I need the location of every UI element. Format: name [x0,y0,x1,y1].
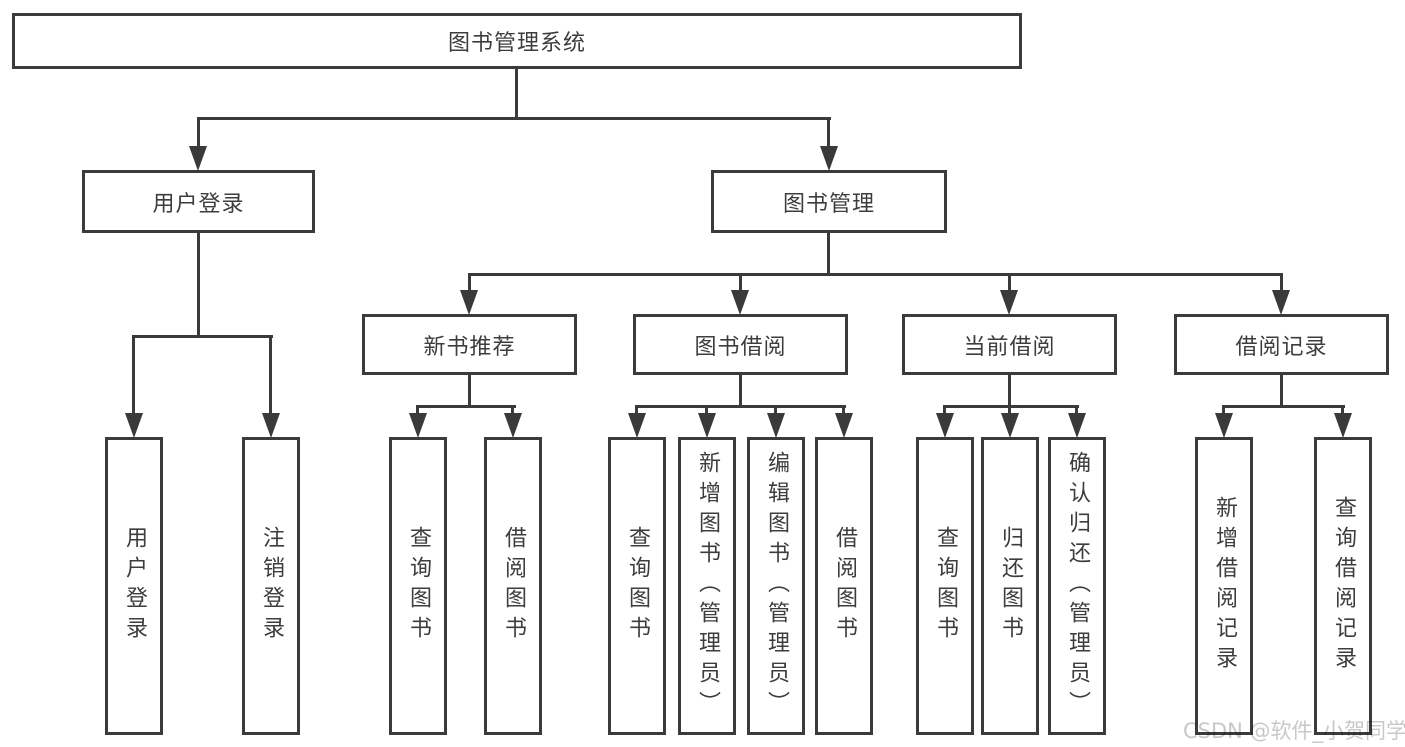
node-label: 归还图书 [998,526,1023,646]
connector-line [1008,375,1011,408]
leaf-current-confirm-return-admin: 确认归还（管理员） [1048,437,1106,735]
arrowhead-icon [820,146,838,171]
node-label: 借阅图书 [832,526,857,646]
node-label: 新书推荐 [423,334,516,360]
leaf-current-query-books: 查询图书 [916,437,974,735]
leaf-newbook-query-books: 查询图书 [389,437,447,735]
node-label: 当前借阅 [963,334,1056,360]
arrowhead-icon [1068,413,1086,438]
connector-line [1008,405,1011,417]
connector-line [515,69,518,117]
connector-line [1075,405,1078,417]
arrowhead-icon [698,413,716,438]
connector-line [1222,405,1345,408]
connector-line [132,335,273,338]
arrowhead-icon [125,413,143,438]
leaf-borrowing-borrow-books: 借阅图书 [815,437,873,735]
arrowhead-icon [731,290,749,315]
connector-line [827,117,830,150]
node-book-management: 图书管理 [711,170,947,233]
arrowhead-icon [504,413,522,438]
leaf-records-add-borrow-record: 新增借阅记录 [1195,437,1253,735]
node-label: 图书管理系统 [447,31,586,56]
arrowhead-icon [409,413,427,438]
leaf-newbook-borrow-books: 借阅图书 [484,437,542,735]
leaf-borrowing-query-books: 查询图书 [608,437,666,735]
arrowhead-icon [189,146,207,171]
arrowhead-icon [1001,413,1019,438]
leaf-borrowing-edit-books-admin: 编辑图书（管理员） [747,437,805,735]
arrowhead-icon [1000,290,1018,315]
connector-line [1280,273,1283,293]
connector-line [416,405,419,417]
arrowhead-icon [835,413,853,438]
arrowhead-icon [628,413,646,438]
connector-line [739,375,742,408]
connector-line [943,405,1079,408]
arrowhead-icon [460,290,478,315]
connector-line [827,233,830,273]
node-label: 借阅图书 [501,526,526,646]
connector-line [1008,273,1011,293]
leaf-logout: 注销登录 [242,437,300,735]
connector-line [1341,405,1344,417]
node-label: 图书管理 [782,191,875,217]
connector-line [132,335,135,417]
connector-line [197,117,200,150]
node-label: 图书借阅 [694,334,787,360]
connector-line [739,273,742,293]
connector-line [1280,375,1283,408]
arrowhead-icon [767,413,785,438]
node-book-borrowing: 图书借阅 [633,314,848,375]
leaf-records-query-borrow-record: 查询借阅记录 [1314,437,1372,735]
connector-line [468,375,471,408]
node-label: 查询图书 [406,526,431,646]
arrowhead-icon [262,413,280,438]
node-label: 编辑图书（管理员） [764,451,789,721]
connector-line [1222,405,1225,417]
watermark: CSDN @软件_小贺同学 [1183,719,1405,743]
connector-line [511,405,514,417]
connector-line [269,335,272,417]
arrowhead-icon [1272,290,1290,315]
node-label: 确认归还（管理员） [1065,451,1090,721]
connector-line [774,405,777,417]
node-label: 查询图书 [625,526,650,646]
arrowhead-icon [1215,413,1233,438]
node-user-login: 用户登录 [82,170,315,233]
node-label: 借阅记录 [1235,334,1328,360]
node-borrowing-records: 借阅记录 [1174,314,1389,375]
leaf-current-return-books: 归还图书 [981,437,1039,735]
leaf-user-login: 用户登录 [105,437,163,735]
connector-line [635,405,846,408]
connector-line [416,405,516,408]
arrowhead-icon [936,413,954,438]
node-label: 新增借阅记录 [1212,496,1237,676]
connector-line [197,117,831,120]
node-label: 查询图书 [933,526,958,646]
connector-line [197,233,200,335]
arrowhead-icon [1334,413,1352,438]
node-label: 查询借阅记录 [1331,496,1356,676]
node-label: 用户登录 [152,191,245,217]
connector-line [705,405,708,417]
node-label: 注销登录 [259,526,284,646]
node-current-borrowing: 当前借阅 [902,314,1117,375]
node-label: 用户登录 [122,526,147,646]
connector-line [635,405,638,417]
node-label: 新增图书（管理员） [695,451,720,721]
connector-line [468,273,471,293]
connector-line [943,405,946,417]
node-library-management-system: 图书管理系统 [12,13,1022,69]
leaf-borrowing-add-books-admin: 新增图书（管理员） [678,437,736,735]
connector-line [842,405,845,417]
connector-line [468,273,1283,276]
node-new-book-recommend: 新书推荐 [362,314,577,375]
